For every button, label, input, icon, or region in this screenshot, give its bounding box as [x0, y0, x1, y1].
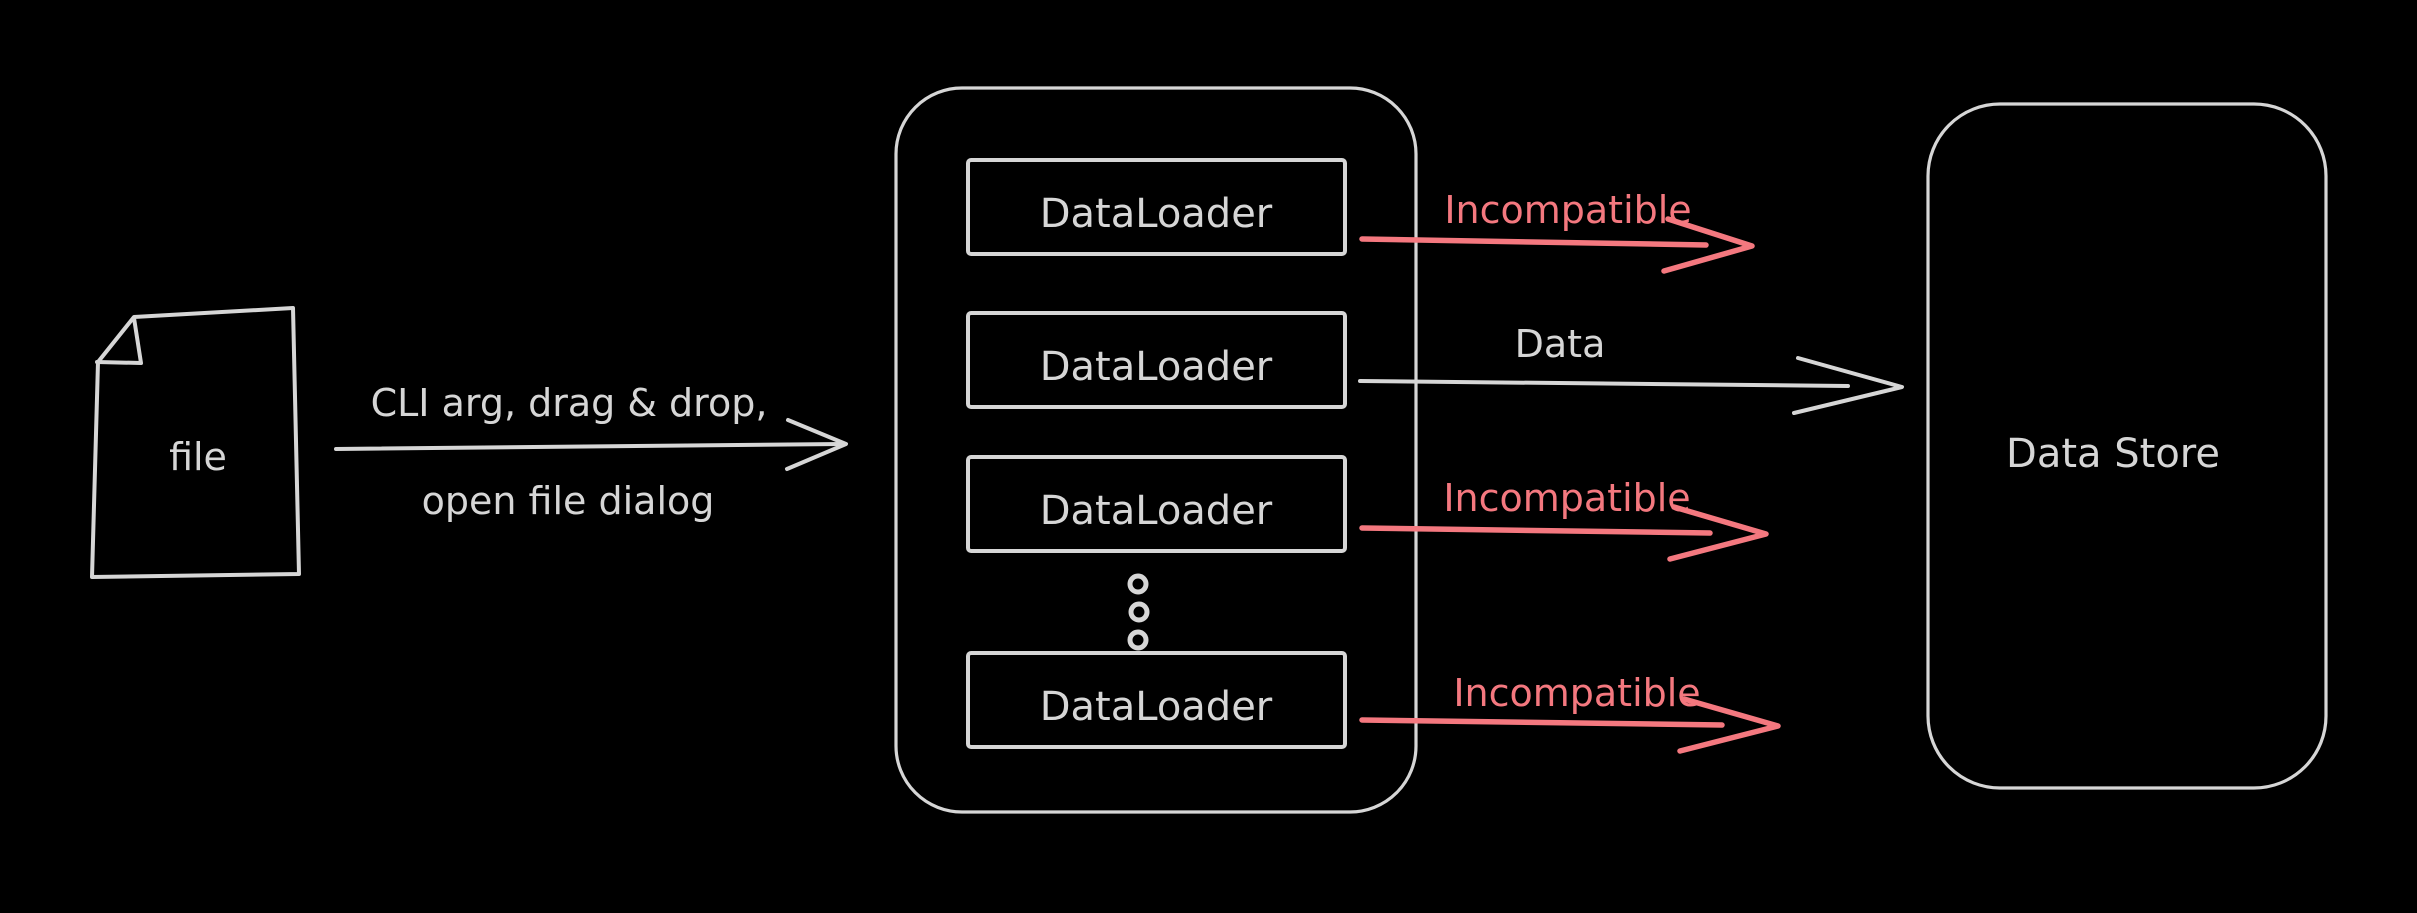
dataloader-box: DataLoader	[966, 651, 1347, 749]
loader-container-box	[894, 86, 1418, 814]
incompatible-arrow-line	[1359, 525, 1713, 536]
incompatible-arrow: Incompatible	[1359, 671, 1781, 754]
file-label: file	[169, 435, 227, 479]
file-node: file	[90, 306, 301, 579]
data-store-label: Data Store	[2006, 431, 2220, 477]
incompatible-arrow: Incompatible	[1359, 188, 1755, 274]
data-arrow-label: Data	[1515, 322, 1606, 366]
incompatible-arrow-label: Incompatible	[1444, 188, 1691, 232]
dataloader-label: DataLoader	[1040, 191, 1273, 237]
incompatible-arrow-head	[1661, 216, 1755, 274]
incompatible-arrow-label: Incompatible	[1443, 476, 1690, 520]
input-arrow-label-line1: CLI arg, drag & drop,	[371, 381, 768, 425]
dataloader-box-rect	[966, 158, 1347, 256]
dataloader-box-rect	[966, 455, 1347, 553]
ellipsis-dots-icon	[1127, 573, 1150, 651]
dataloader-box-rect	[966, 651, 1347, 749]
input-arrow: CLI arg, drag & drop, open file dialog	[334, 381, 848, 523]
ellipsis-dot	[1127, 629, 1149, 651]
dataloader-label: DataLoader	[1040, 344, 1273, 390]
data-arrow: Data	[1358, 322, 1904, 415]
incompatible-arrow-label: Incompatible	[1453, 671, 1700, 715]
file-icon	[90, 306, 301, 579]
input-arrow-head	[785, 418, 848, 471]
dataloader-box: DataLoader	[966, 311, 1347, 409]
loader-container: DataLoader DataLoader DataLoader DataLoa…	[894, 86, 1418, 814]
dataloader-box: DataLoader	[966, 158, 1347, 256]
incompatible-arrow-head	[1667, 504, 1769, 562]
incompatible-arrow-head	[1677, 696, 1781, 754]
input-arrow-label-line2: open file dialog	[422, 479, 715, 523]
input-arrow-line	[334, 442, 844, 451]
data-arrow-head	[1792, 356, 1904, 415]
dataloader-label: DataLoader	[1040, 684, 1273, 730]
data-store-node: Data Store	[1926, 102, 2328, 790]
data-store-box	[1926, 102, 2328, 790]
dataloader-box: DataLoader	[966, 455, 1347, 553]
data-arrow-line	[1358, 379, 1850, 388]
dataloader-box-rect	[966, 311, 1347, 409]
incompatible-arrow-line	[1359, 717, 1725, 728]
ellipsis-dot	[1128, 601, 1150, 623]
incompatible-arrow-line	[1359, 236, 1709, 248]
dataloader-label: DataLoader	[1040, 488, 1273, 534]
file-icon-fold	[95, 316, 143, 365]
ellipsis-dot	[1127, 573, 1149, 595]
incompatible-arrow: Incompatible	[1359, 476, 1769, 562]
